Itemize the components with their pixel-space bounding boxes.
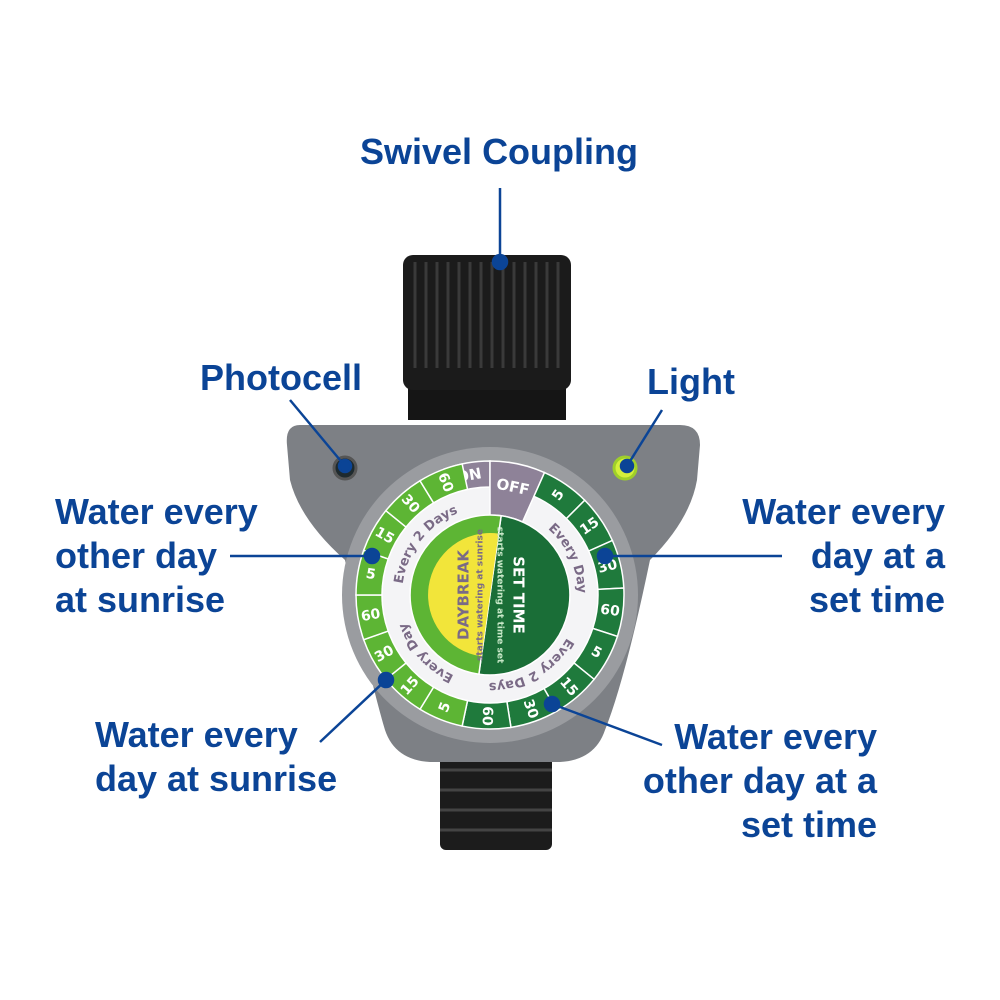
dial-number: 60 [360,606,382,625]
label-line: Water every [674,716,877,757]
label-every-other-day-sunrise: Water every other day at sunrise [55,490,258,622]
dial-number: 60 [599,602,621,620]
label-line: other day at a [642,760,877,801]
set-time-sub: starts watering at time set [495,527,505,664]
label-line: set time [808,579,945,620]
daybreak-label: DAYBREAK [455,549,473,640]
label-line: day at sunrise [95,758,338,799]
dial-segment-left [418,463,469,504]
label-every-day-sunrise: Water every day at sunrise [95,713,337,801]
swivel-coupling [403,255,571,420]
label-line: Water every [55,491,258,532]
label-every-day-set-time: Water every day at a set time [742,490,945,622]
threaded-outlet [440,745,552,850]
label-light: Light [647,361,735,402]
label-line: Water every [742,491,945,532]
daybreak-sub: starts watering at sunrise [476,529,486,661]
label-line: set time [740,804,877,845]
callout-lines [230,188,782,747]
dial-number: 60 [479,706,496,726]
label-line: Water every [95,714,298,755]
label-swivel-coupling: Swivel Coupling [360,131,639,172]
label-line: other day [55,535,218,576]
dial-number: 30 [520,697,542,721]
daybreak-yellow [428,533,499,657]
label-line: day at a [810,535,945,576]
set-time-label: SET TIME [510,556,528,634]
label-every-other-day-set-time: Water every other day at a set time [643,715,877,847]
dial-number: 5 [365,566,377,583]
dial-number: 60 [434,471,456,495]
label-photocell: Photocell [200,357,363,398]
label-line: at sunrise [55,579,226,620]
